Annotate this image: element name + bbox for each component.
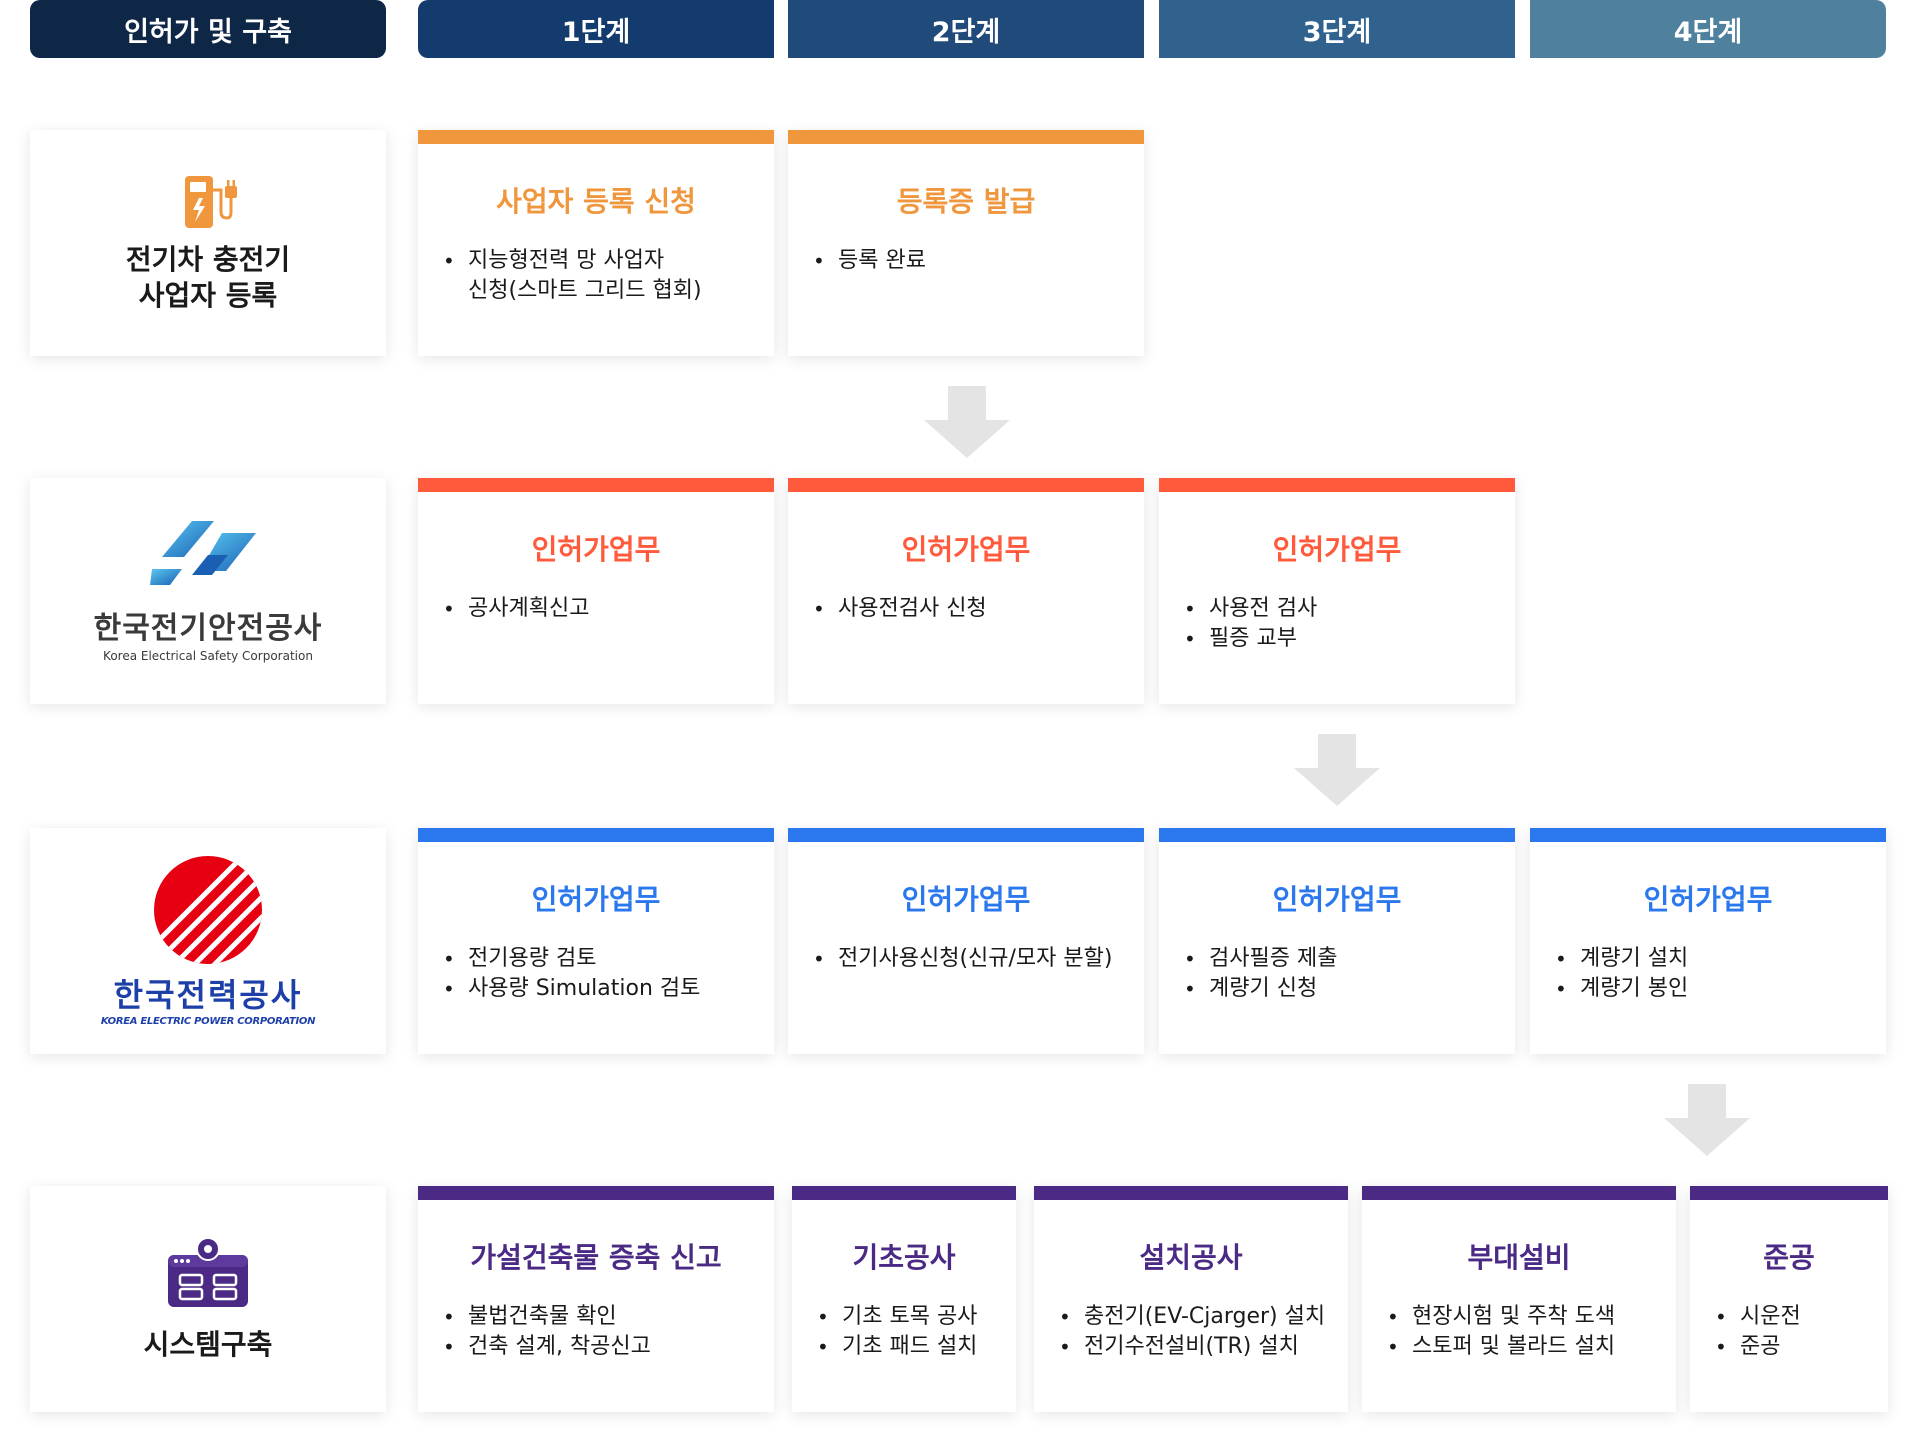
list-item: 필증 교부 xyxy=(1184,624,1515,654)
down-arrow-icon xyxy=(924,386,1010,458)
org-kepco: 한국전력공사 KOREA ELECTRIC POWER CORPORATION xyxy=(30,828,386,1054)
list-item: 건축 설계, 착공신고 xyxy=(443,1332,774,1362)
stage-header-1: 1단계 xyxy=(418,0,774,58)
header-label: 인허가 및 구축 xyxy=(30,0,386,58)
list-item: 계량기 신청 xyxy=(1184,974,1515,1004)
list-item: 기초 토목 공사 xyxy=(817,1302,1016,1332)
list-item: 계량기 봉인 xyxy=(1555,974,1886,1004)
kepco-logo xyxy=(154,855,262,964)
kesco-logo-subtext: Korea Electrical Safety Corporation xyxy=(103,649,313,663)
card-title: 기초공사 xyxy=(852,1241,956,1274)
card-title: 사업자 등록 신청 xyxy=(496,185,696,218)
kesco-logo-text: 한국전기안전공사 xyxy=(93,611,323,646)
card-kesco-stage1: 인허가업무 공사계획신고 xyxy=(418,478,774,704)
card-completion: 준공 시운전 준공 xyxy=(1690,1186,1888,1412)
stage-header-3: 3단계 xyxy=(1159,0,1515,58)
card-temp-building: 가설건축물 증축 신고 불법건축물 확인 건축 설계, 착공신고 xyxy=(418,1186,774,1412)
list-item: 전기수전설비(TR) 설치 xyxy=(1059,1332,1348,1362)
stage-header-4: 4단계 xyxy=(1530,0,1886,58)
list-item: 준공 xyxy=(1715,1332,1888,1362)
org-ev-charger: 전기차 충전기 사업자 등록 xyxy=(30,130,386,356)
list-item: 시운전 xyxy=(1715,1302,1888,1332)
card-title: 준공 xyxy=(1763,1241,1815,1274)
list-item: 전기용량 검토 xyxy=(443,944,774,974)
ev-charger-icon xyxy=(185,176,237,228)
card-title: 설치공사 xyxy=(1139,1241,1243,1274)
card-title: 인허가업무 xyxy=(901,883,1031,916)
list-item: 공사계획신고 xyxy=(443,594,774,624)
list-item: 스토퍼 및 볼라드 설치 xyxy=(1387,1332,1676,1362)
list-item: 등록 완료 xyxy=(813,246,1144,276)
kesco-logo xyxy=(150,521,256,585)
list-item: 기초 패드 설치 xyxy=(817,1332,1016,1362)
list-item: 현장시험 및 주착 도색 xyxy=(1387,1302,1676,1332)
list-item: 사용전 검사 xyxy=(1184,594,1515,624)
list-item: 계량기 설치 xyxy=(1555,944,1886,974)
card-auxiliary: 부대설비 현장시험 및 주착 도색 스토퍼 및 볼라드 설치 xyxy=(1362,1186,1676,1412)
system-build-icon xyxy=(168,1237,248,1307)
stage-header-2: 2단계 xyxy=(788,0,1144,58)
card-kepco-stage3: 인허가업무 검사필증 제출 계량기 신청 xyxy=(1159,828,1515,1054)
list-item: 지능형전력 망 사업자 신청(스마트 그리드 협회) xyxy=(443,246,774,306)
kepco-logo-text: 한국전력공사 xyxy=(113,975,303,1014)
down-arrow-icon xyxy=(1664,1084,1750,1156)
org-name: 전기차 충전기 사업자 등록 xyxy=(125,243,291,312)
list-item: 불법건축물 확인 xyxy=(443,1302,774,1332)
list-item: 검사필증 제출 xyxy=(1184,944,1515,974)
card-title: 등록증 발급 xyxy=(896,185,1036,218)
card-kesco-stage2: 인허가업무 사용전검사 신청 xyxy=(788,478,1144,704)
card-title: 부대설비 xyxy=(1467,1241,1571,1274)
card-kepco-stage2: 인허가업무 전기사용신청(신규/모자 분할) xyxy=(788,828,1144,1054)
card-installation: 설치공사 충전기(EV-Cjarger) 설치 전기수전설비(TR) 설치 xyxy=(1034,1186,1348,1412)
org-name: 시스템구축 xyxy=(143,1328,273,1361)
list-item: 전기사용신청(신규/모자 분할) xyxy=(813,944,1144,974)
card-title: 인허가업무 xyxy=(1272,533,1402,566)
list-item: 사용전검사 신청 xyxy=(813,594,1144,624)
org-system-build: 시스템구축 xyxy=(30,1186,386,1412)
card-business-registration: 사업자 등록 신청 지능형전력 망 사업자 신청(스마트 그리드 협회) xyxy=(418,130,774,356)
card-title: 인허가업무 xyxy=(531,883,661,916)
list-item: 충전기(EV-Cjarger) 설치 xyxy=(1059,1302,1348,1332)
kepco-logo-subtext: KOREA ELECTRIC POWER CORPORATION xyxy=(100,1015,316,1027)
card-certificate-issue: 등록증 발급 등록 완료 xyxy=(788,130,1144,356)
org-kesco: 한국전기안전공사 Korea Electrical Safety Corpora… xyxy=(30,478,386,704)
card-kepco-stage4: 인허가업무 계량기 설치 계량기 봉인 xyxy=(1530,828,1886,1054)
card-kepco-stage1: 인허가업무 전기용량 검토 사용량 Simulation 검토 xyxy=(418,828,774,1054)
card-title: 인허가업무 xyxy=(531,533,661,566)
card-title: 인허가업무 xyxy=(1272,883,1402,916)
card-title: 가설건축물 증축 신고 xyxy=(470,1241,722,1274)
down-arrow-icon xyxy=(1294,734,1380,806)
list-item: 사용량 Simulation 검토 xyxy=(443,974,774,1004)
card-title: 인허가업무 xyxy=(1643,883,1773,916)
card-title: 인허가업무 xyxy=(901,533,1031,566)
card-foundation: 기초공사 기초 토목 공사 기초 패드 설치 xyxy=(792,1186,1016,1412)
card-kesco-stage3: 인허가업무 사용전 검사 필증 교부 xyxy=(1159,478,1515,704)
